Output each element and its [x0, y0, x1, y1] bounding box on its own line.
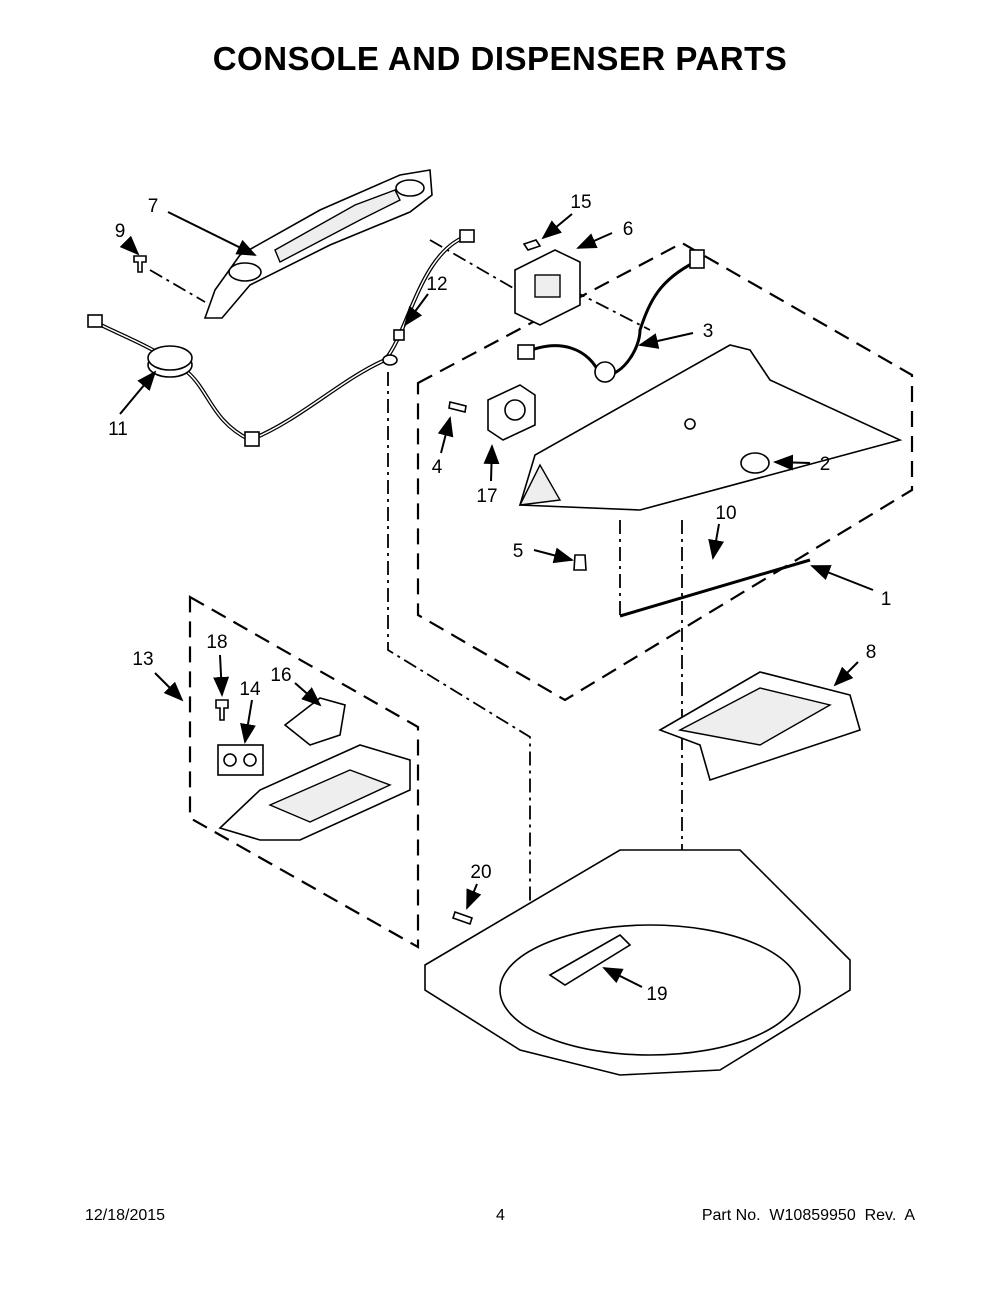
page-title: CONSOLE AND DISPENSER PARTS: [212, 40, 788, 77]
callout-15: 15: [570, 192, 591, 213]
control-board-part-6: [514, 249, 581, 326]
bracket-part-16: [283, 697, 346, 746]
screw-part-18: [215, 699, 229, 721]
footer-page-number: 4: [496, 1207, 505, 1224]
callout-7: 7: [148, 196, 159, 217]
wire-harness-part-3: [517, 249, 705, 383]
rod-part-10: [619, 558, 811, 618]
callout-5: 5: [513, 541, 524, 562]
callout-17: 17: [476, 486, 497, 507]
callout-9: 9: [115, 221, 126, 242]
callout-8: 8: [866, 642, 877, 663]
valve-part-14: [217, 744, 264, 776]
screw-part-12: [382, 329, 405, 366]
callout-19: 19: [646, 984, 667, 1005]
callout-2: 2: [820, 454, 831, 475]
callout-12: 12: [426, 274, 447, 295]
callout-18: 18: [206, 632, 227, 653]
footer-part-number: Part No. W10859950 Rev. A: [701, 1207, 915, 1224]
callout-1: 1: [881, 589, 892, 610]
callout-16: 16: [270, 665, 291, 686]
callout-11: 11: [108, 419, 128, 440]
callout-20: 20: [470, 862, 491, 883]
screw-part-20: [451, 910, 474, 926]
dispenser-drawer-part-8: [658, 671, 861, 782]
screw-part-9: [133, 255, 147, 273]
callout-3: 3: [703, 321, 714, 342]
module-part-17: [487, 384, 536, 441]
clip-part-5: [573, 554, 587, 571]
console-part-1: [518, 344, 903, 511]
wire-harness-part-11: [87, 229, 475, 447]
control-assembly-part-13: [218, 744, 411, 841]
leader-arrows: [119, 211, 874, 988]
callout-13: 13: [132, 649, 153, 670]
knob-part-2: [740, 452, 770, 474]
screw-part-4: [448, 401, 467, 413]
footer-date: 12/18/2015: [85, 1207, 166, 1224]
callout-10: 10: [715, 503, 736, 524]
callout-4: 4: [432, 457, 443, 478]
top-cover-base: [424, 849, 851, 1076]
console-panel-part-7: [203, 169, 433, 319]
callout-6: 6: [623, 219, 634, 240]
callout-14: 14: [239, 679, 261, 700]
console-assembly-boundary: [416, 241, 914, 702]
control-assembly-boundary: [188, 595, 420, 949]
bracket-part-19: [548, 934, 632, 986]
screw-part-15: [522, 239, 542, 251]
connector-lines: [149, 239, 683, 945]
